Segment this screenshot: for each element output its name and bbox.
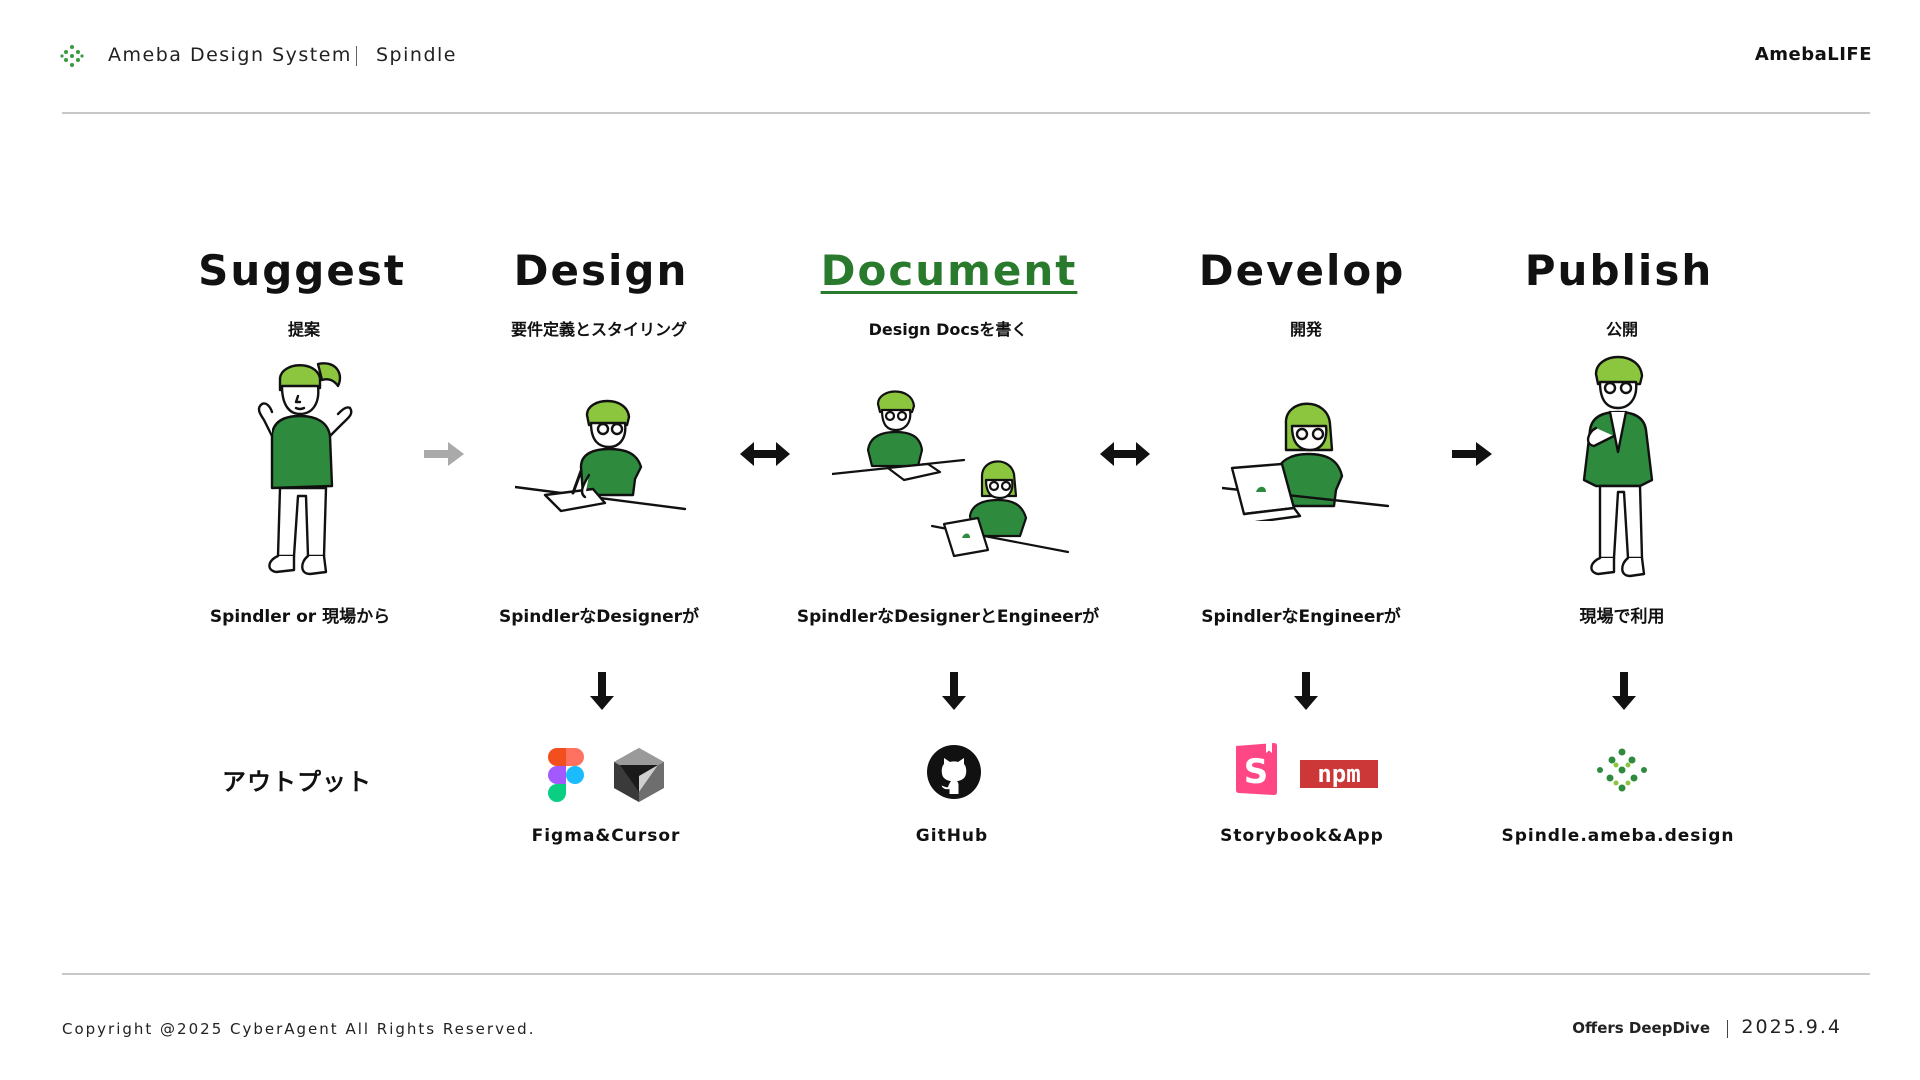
arrow-down-icon: [1294, 672, 1318, 710]
step-actor-design: SpindlerなDesignerが: [498, 607, 700, 627]
arrow-bidirectional-icon: [1100, 442, 1150, 466]
step-title-document: Document: [820, 246, 1078, 295]
footer-divider: [62, 973, 1870, 975]
person-design-illustration: [515, 399, 687, 513]
spindle-logo-icon: [60, 45, 84, 67]
footer-separator: [1727, 1020, 1728, 1038]
arrow-right-gray-icon: [424, 442, 464, 466]
person-document-illustration: [832, 390, 1070, 558]
storybook-letter: S: [1244, 752, 1269, 792]
copyright-text: Copyright @2025 CyberAgent All Rights Re…: [62, 1020, 536, 1038]
step-subtitle-design: 要件定義とスタイリング: [510, 320, 688, 339]
npm-label: npm: [1317, 760, 1360, 788]
step-subtitle-document: Design Docsを書く: [868, 320, 1028, 339]
arrow-right-icon: [1452, 442, 1492, 466]
step-title-develop: Develop: [1198, 246, 1406, 295]
person-develop-illustration: [1222, 402, 1390, 521]
brand-name: Ameba Design System: [108, 44, 352, 66]
github-icon: [927, 745, 981, 799]
arrow-down-icon: [1612, 672, 1636, 710]
step-actor-document: SpindlerなDesignerとEngineerが: [796, 607, 1100, 627]
event-name: Offers DeepDive: [1572, 1019, 1710, 1037]
step-actor-develop: SpindlerなEngineerが: [1201, 607, 1401, 627]
arrow-bidirectional-icon: [740, 442, 790, 466]
company-logo: AmebaLIFE: [1754, 44, 1872, 65]
step-output-document: GitHub: [915, 826, 989, 846]
arrow-down-icon: [942, 672, 966, 710]
output-row-label: アウトプット: [222, 768, 372, 796]
brand-divider: [356, 46, 357, 66]
header-divider: [62, 112, 1870, 114]
step-output-develop: Storybook&App: [1220, 826, 1384, 846]
step-title-publish: Publish: [1524, 246, 1714, 295]
person-suggest-illustration: [257, 362, 353, 576]
step-actor-publish: 現場で利用: [1579, 607, 1665, 627]
cursor-icon: [614, 748, 664, 802]
step-title-suggest: Suggest: [198, 246, 406, 295]
figma-icon: [548, 748, 584, 802]
npm-icon: npm: [1300, 760, 1378, 788]
step-subtitle-publish: 公開: [1605, 320, 1639, 339]
step-output-publish: Spindle.ameba.design: [1501, 826, 1735, 846]
step-subtitle-develop: 開発: [1289, 320, 1323, 339]
step-actor-suggest: Spindler or 現場から: [209, 607, 391, 627]
arrow-down-icon: [590, 672, 614, 710]
storybook-icon: S: [1236, 743, 1277, 795]
step-title-design: Design: [513, 246, 689, 295]
spindle-icon: [1597, 748, 1647, 792]
brand-subtitle: Spindle: [376, 44, 457, 66]
step-subtitle-suggest: 提案: [287, 320, 321, 339]
step-output-design: Figma&Cursor: [531, 826, 681, 846]
presentation-date: 2025.9.4: [1741, 1016, 1842, 1038]
person-publish-illustration: [1582, 355, 1654, 578]
